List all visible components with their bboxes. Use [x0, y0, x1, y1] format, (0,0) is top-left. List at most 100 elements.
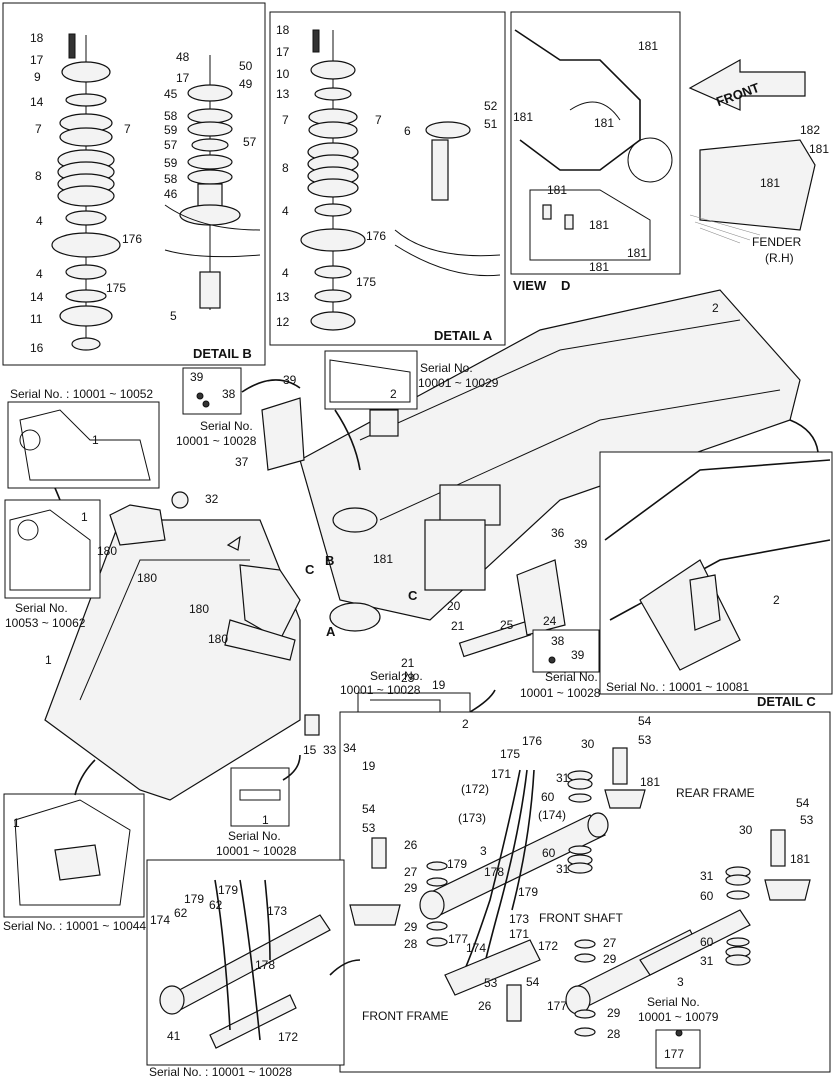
callout: 6	[404, 124, 411, 138]
inset-39-38	[182, 367, 242, 415]
callout: 17	[176, 71, 190, 85]
callout: 181	[809, 142, 829, 156]
callout: 39	[571, 648, 585, 662]
bearing-4a	[65, 210, 107, 226]
inset-serial-10029	[324, 350, 418, 410]
callout: 175	[356, 275, 376, 289]
callout: 173	[509, 912, 529, 926]
callout: 16	[30, 341, 44, 355]
callout: 26	[404, 838, 418, 852]
callout: 3	[677, 975, 684, 989]
callout: 17	[30, 53, 44, 67]
plate-45	[187, 84, 233, 102]
callout: 4	[282, 266, 289, 280]
inset-serial-10044	[3, 793, 145, 918]
fender-side-label: (R.H)	[765, 251, 794, 265]
callout: 177	[664, 1047, 684, 1061]
callout: 7	[124, 122, 131, 136]
callout: 54	[796, 796, 810, 810]
callout: 180	[208, 632, 228, 646]
callout: 54	[638, 714, 652, 728]
boss-left	[109, 504, 166, 546]
callout: 3	[480, 844, 487, 858]
washer-10	[310, 60, 356, 80]
serial-label-4a: Serial No.	[200, 419, 253, 433]
callout: 178	[255, 958, 275, 972]
callout: 14	[30, 95, 44, 109]
callout: 181	[594, 116, 614, 130]
callout: 182	[800, 123, 820, 137]
inset-serial-10062	[4, 499, 101, 599]
callout: (173)	[458, 811, 486, 825]
bearing-4c	[314, 203, 352, 217]
callout: 1	[92, 433, 99, 447]
callout: 181	[638, 39, 658, 53]
callout: 45	[164, 87, 178, 101]
callout: 30	[581, 737, 595, 751]
ring-14	[65, 93, 107, 107]
callout: 37	[235, 455, 249, 469]
detail-a-title: DETAIL A	[434, 328, 493, 343]
callout: 2	[462, 717, 469, 731]
detail-c-right-inset	[599, 451, 833, 695]
callout: 11	[30, 312, 43, 326]
callout: 13	[276, 87, 290, 101]
callout: 26	[478, 999, 492, 1013]
callout: 29	[404, 920, 418, 934]
callout: 23	[401, 671, 415, 685]
cap-11	[59, 305, 113, 327]
callout: 1	[262, 813, 269, 827]
callout: 53	[638, 733, 652, 747]
view-d-label: VIEW	[513, 278, 547, 293]
callout: 19	[432, 678, 446, 692]
inset-38-39	[532, 629, 600, 673]
plug-15	[304, 714, 320, 736]
callout: 48	[176, 50, 190, 64]
callout: 62	[209, 898, 223, 912]
plate-37	[261, 397, 305, 471]
callout: 29	[603, 952, 617, 966]
disc-59b	[187, 154, 233, 170]
panel-plate	[424, 519, 486, 591]
callout: 4	[282, 204, 289, 218]
serial-label-11b: 10001 ~ 10079	[638, 1010, 719, 1024]
callout: 17	[276, 45, 290, 59]
callout: 15	[303, 743, 317, 757]
callout: 10	[276, 67, 290, 81]
callout: 52	[484, 99, 498, 113]
pin-5	[199, 271, 221, 309]
callout: 181	[373, 552, 393, 566]
callout: 12	[276, 315, 290, 329]
front-arrow	[688, 58, 806, 111]
callout: 176	[366, 229, 386, 243]
serial-label-8b: 10001 ~ 10028	[216, 844, 297, 858]
view-d-frame	[510, 11, 681, 275]
callout: 179	[218, 883, 238, 897]
serial-label-3a: Serial No.	[420, 361, 473, 375]
plate-7d	[308, 121, 358, 139]
disc-59	[187, 121, 233, 137]
callout: 171	[491, 767, 511, 781]
serial-label-5b: 10001 ~ 10028	[340, 683, 421, 697]
callout: 60	[700, 935, 714, 949]
callout: 38	[551, 634, 565, 648]
callout: 178	[484, 865, 504, 879]
callout: 2	[773, 593, 780, 607]
serial-label-1: Serial No. : 10001 ~ 10052	[10, 387, 153, 401]
callout: 7	[35, 122, 42, 136]
callout: 176	[122, 232, 142, 246]
callout: 28	[404, 937, 418, 951]
inset-serial-10052	[7, 401, 160, 489]
callout: A	[326, 624, 336, 639]
plate-mid	[51, 232, 121, 258]
callout: 174	[150, 913, 170, 927]
callout: 60	[541, 790, 555, 804]
callout: (174)	[538, 808, 566, 822]
callout: 31	[556, 862, 570, 876]
serial-label-2b: 10053 ~ 10062	[5, 616, 86, 630]
callout: 46	[164, 187, 178, 201]
callout: C	[305, 562, 315, 577]
front-shaft	[444, 939, 541, 996]
boss-right	[239, 564, 301, 641]
callout: 33	[323, 743, 337, 757]
